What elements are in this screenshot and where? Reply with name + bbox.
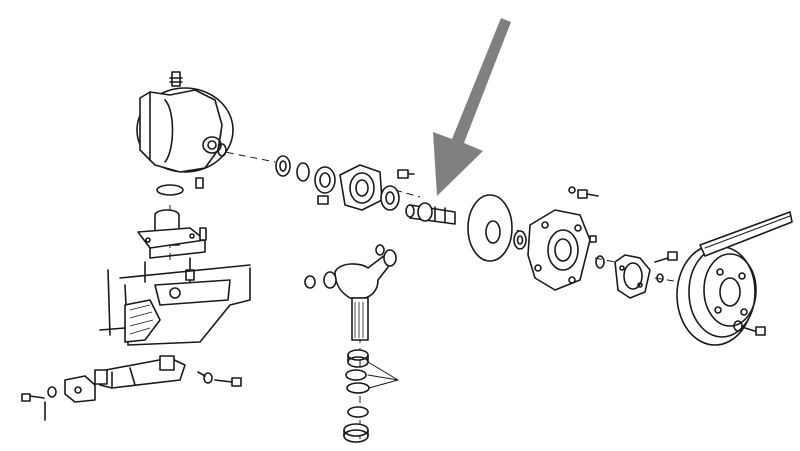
mount-pedestal: [137, 209, 207, 283]
clamp-block: [64, 375, 96, 403]
v-belt-pulley: [676, 244, 757, 346]
pulley-hub: [614, 251, 678, 299]
chassis-frame: [99, 264, 251, 346]
bearing-1: [314, 166, 336, 194]
bearing-2: [380, 185, 400, 211]
yoke-fork: [304, 244, 397, 341]
assembly-axis: [169, 149, 681, 440]
housing-seal: [217, 143, 227, 157]
bearing-stack: [343, 349, 399, 443]
small-bolts-top: [397, 169, 415, 179]
seal-ring-2: [589, 235, 605, 269]
drive-flange: [527, 186, 599, 291]
bolt-set-left: [21, 371, 242, 421]
v-belt: [699, 211, 793, 257]
support-arm: [94, 355, 186, 389]
input-shaft: [405, 202, 456, 225]
bolt-set-right: [733, 320, 766, 336]
pointer-arrow: [433, 18, 511, 196]
seal-ring-1: [275, 155, 291, 177]
bearing-3: [513, 230, 527, 250]
spacer-ring: [296, 162, 310, 182]
friction-disc: [467, 194, 513, 262]
gear-housing: [136, 71, 234, 196]
